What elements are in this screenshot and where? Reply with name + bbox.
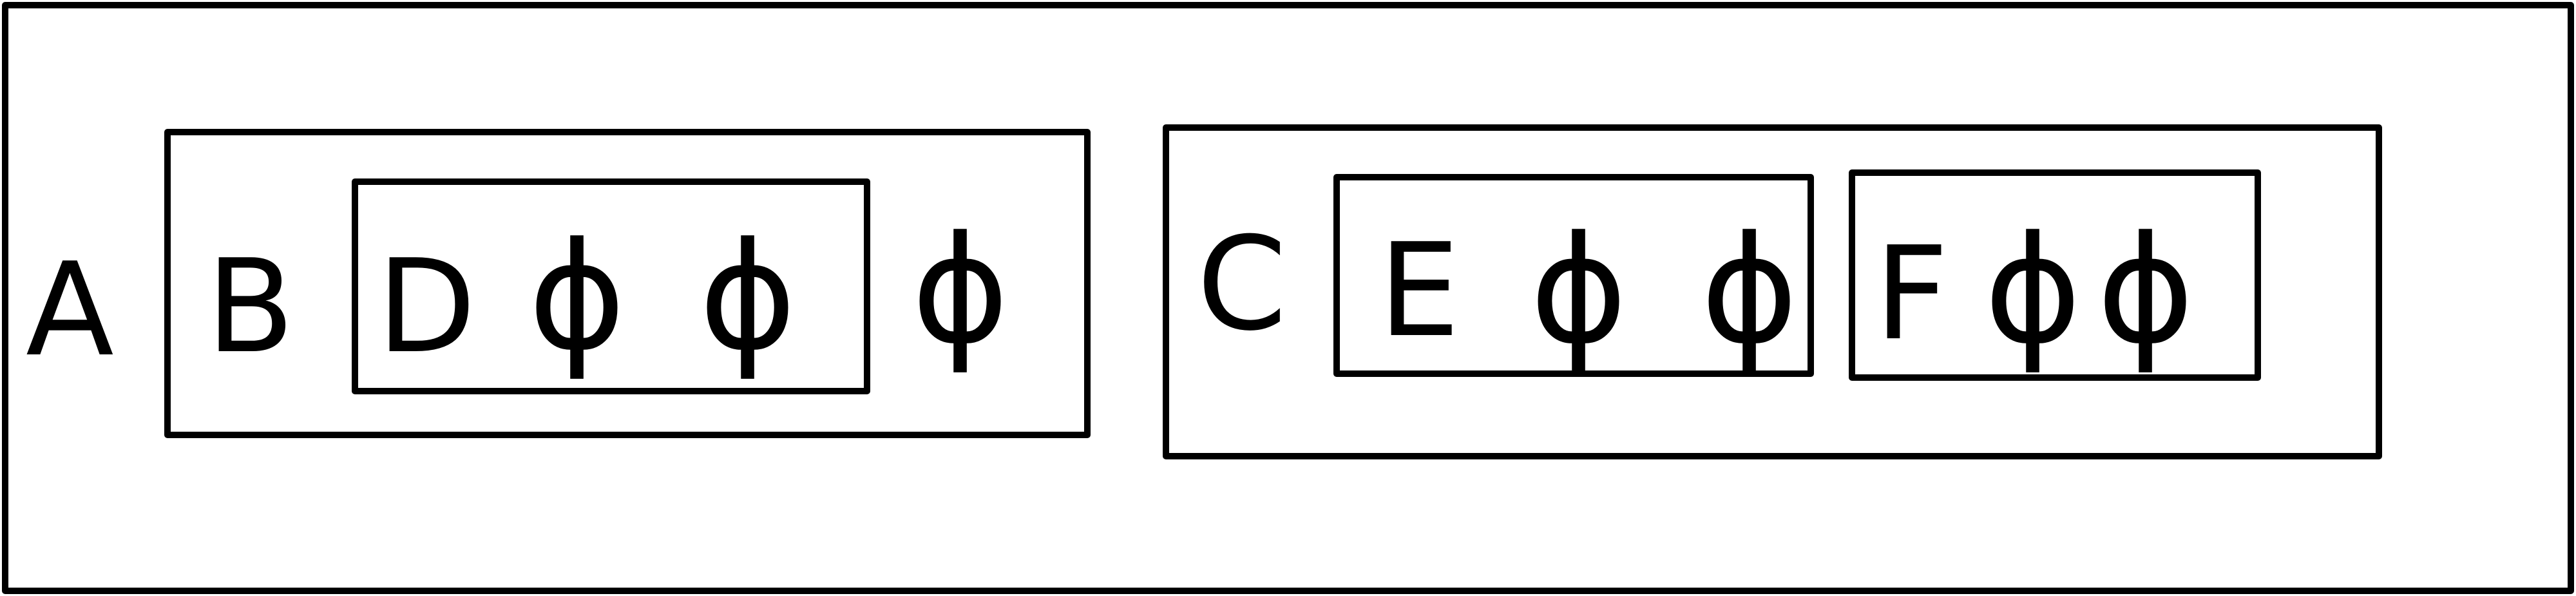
label-a: A xyxy=(26,235,114,385)
empty-symbol-f1: ϕ xyxy=(1984,205,2082,377)
empty-symbol-f2: ϕ xyxy=(2097,205,2195,377)
box-e xyxy=(1333,174,1814,377)
box-d xyxy=(352,178,870,394)
label-b: B xyxy=(206,232,294,382)
empty-symbol-e1: ϕ xyxy=(1530,205,1628,377)
box-b xyxy=(164,129,1091,438)
label-e: E xyxy=(1379,216,1460,366)
empty-symbol-d2: ϕ xyxy=(699,211,797,383)
empty-symbol-b: ϕ xyxy=(911,205,1009,377)
label-c: C xyxy=(1197,209,1287,360)
box-f xyxy=(1849,169,2261,381)
empty-symbol-d1: ϕ xyxy=(528,211,626,383)
label-f: F xyxy=(1875,219,1949,369)
empty-symbol-e2: ϕ xyxy=(1701,205,1798,377)
label-d: D xyxy=(377,232,476,382)
box-c xyxy=(1163,124,2382,459)
